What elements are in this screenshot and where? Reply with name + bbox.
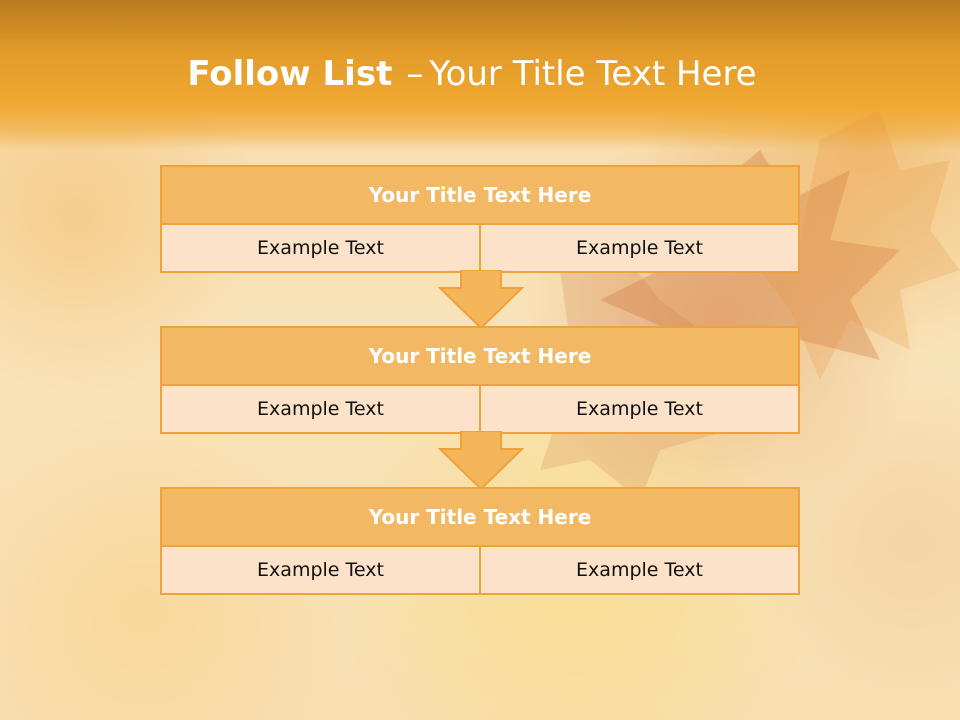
block-row: Example Text Example Text bbox=[162, 547, 798, 593]
down-arrow-icon bbox=[438, 431, 524, 491]
block-cell-left: Example Text bbox=[257, 559, 384, 581]
list-block-1: Your Title Text Here Example Text Exampl… bbox=[160, 165, 800, 273]
list-block-2: Your Title Text Here Example Text Exampl… bbox=[160, 326, 800, 434]
header-band bbox=[0, 0, 960, 150]
page-title-rest: Your Title Text Here bbox=[429, 54, 757, 94]
block-cell-right: Example Text bbox=[479, 386, 798, 432]
down-arrow-icon bbox=[438, 270, 524, 330]
block-cell-right: Example Text bbox=[479, 225, 798, 271]
block-cell-right: Example Text bbox=[479, 547, 798, 593]
block-title: Your Title Text Here bbox=[162, 489, 798, 547]
block-row: Example Text Example Text bbox=[162, 225, 798, 271]
page-title-dash: – bbox=[406, 54, 424, 94]
page-title-lead: Follow List bbox=[187, 54, 393, 94]
page-title: Follow List–Your Title Text Here bbox=[0, 54, 944, 94]
block-cell-left: Example Text bbox=[257, 237, 384, 259]
block-cell-left: Example Text bbox=[257, 398, 384, 420]
block-title: Your Title Text Here bbox=[162, 328, 798, 386]
list-block-3: Your Title Text Here Example Text Exampl… bbox=[160, 487, 800, 595]
block-title: Your Title Text Here bbox=[162, 167, 798, 225]
block-row: Example Text Example Text bbox=[162, 386, 798, 432]
